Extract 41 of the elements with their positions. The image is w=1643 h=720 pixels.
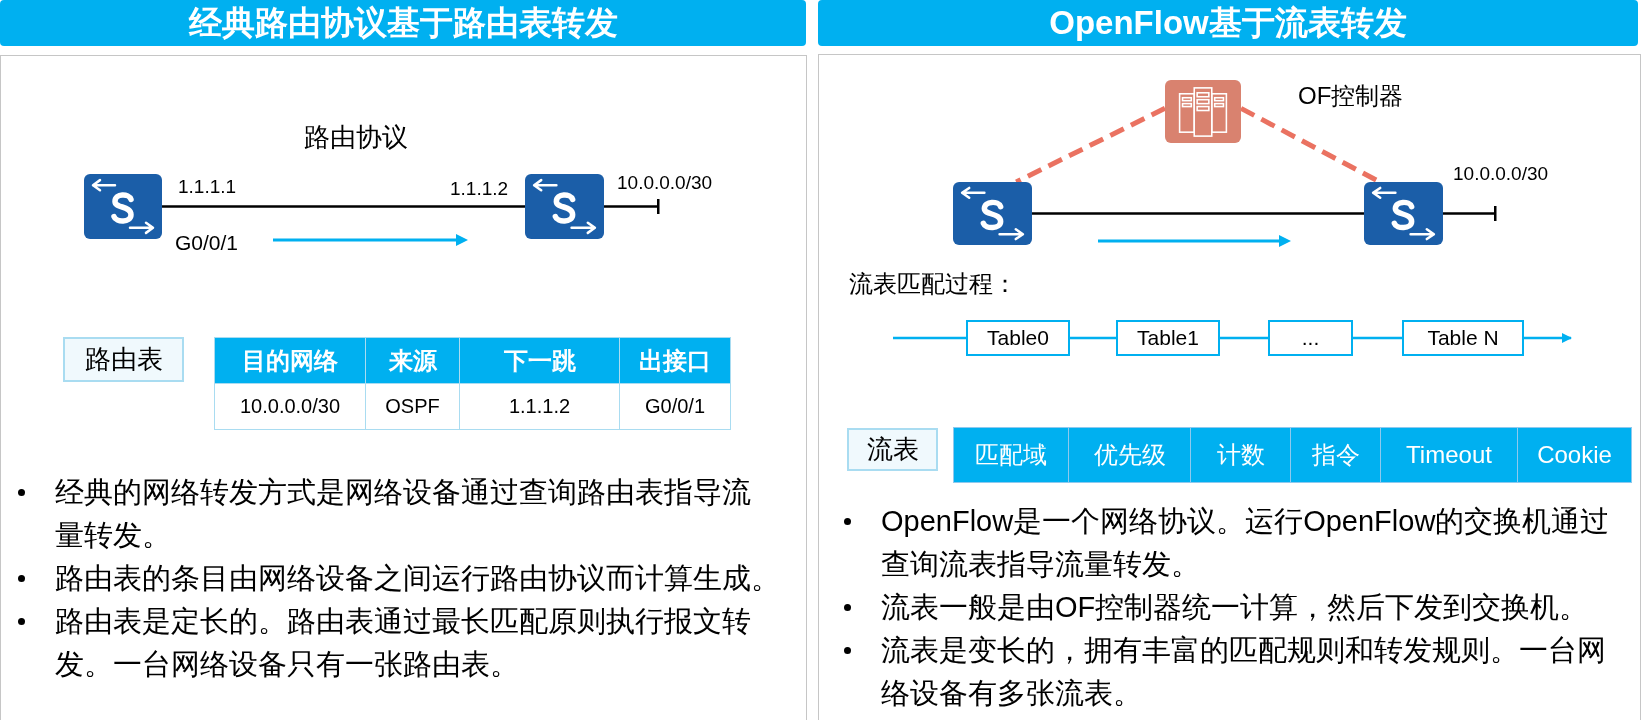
content-panel — [815, 0, 1643, 720]
pipeline-stage: Table N — [1402, 320, 1524, 356]
network-address-label: 10.0.0.0/30 — [617, 173, 713, 192]
title-bar: 经典路由协议基于路由表转发 — [0, 0, 806, 46]
pipeline-stage: Table0 — [966, 320, 1070, 356]
column-header: 下一跳 — [459, 337, 620, 384]
column-header: 目的网络 — [214, 337, 366, 384]
controller-label: OF控制器 — [1298, 84, 1404, 108]
bullet-text: 流表一般是由OF控制器统一计算，然后下发到交换机。 — [881, 590, 1590, 625]
bullet-text: 流表是变长的，拥有丰富的匹配规则和转发规则。一台网络设备有多张流表。 — [881, 633, 1607, 711]
switch-icon — [953, 182, 1032, 245]
switch-icon — [1364, 182, 1443, 245]
pipeline-stage: ... — [1268, 320, 1353, 356]
field-header: Cookie — [1517, 427, 1632, 483]
bullet-text: 路由表的条目由网络设备之间运行路由协议而计算生成。 — [55, 561, 781, 596]
pipeline-stage: Table1 — [1116, 320, 1220, 356]
bullet-text: 经典的网络转发方式是网络设备通过查询路由表指导流量转发。 — [55, 475, 752, 553]
interface-label: G0/0/1 — [175, 232, 239, 253]
server-icon — [1165, 80, 1241, 143]
section-label: 流表匹配过程： — [849, 272, 1017, 296]
column-header: 出接口 — [619, 337, 731, 384]
field-header: 指令 — [1290, 427, 1381, 483]
content-panel — [0, 0, 810, 720]
table-cell: 10.0.0.0/30 — [214, 383, 366, 430]
column-header: 来源 — [365, 337, 460, 384]
title-bar: OpenFlow基于流表转发 — [818, 0, 1638, 46]
field-header: Timeout — [1380, 427, 1518, 483]
field-header: 计数 — [1190, 427, 1291, 483]
table-cell: G0/0/1 — [619, 383, 731, 430]
ip-address-label: 1.1.1.1 — [178, 177, 237, 196]
table-name-tag: 流表 — [847, 428, 938, 471]
network-address-label: 10.0.0.0/30 — [1453, 164, 1549, 183]
protocol-label: 路由协议 — [304, 124, 408, 150]
table-name-tag: 路由表 — [63, 337, 184, 382]
switch-icon — [84, 174, 162, 239]
bullet-text: OpenFlow是一个网络协议。运行OpenFlow的交换机通过查询流表指导流量转发。 — [881, 504, 1611, 582]
switch-icon — [525, 174, 604, 239]
bullet-text: 路由表是定长的。路由表通过最长匹配原则执行报文转发。一台网络设备只有一张路由表。 — [55, 604, 752, 682]
field-header: 优先级 — [1068, 427, 1191, 483]
ip-address-label: 1.1.1.2 — [450, 179, 509, 198]
field-header: 匹配域 — [953, 427, 1069, 483]
